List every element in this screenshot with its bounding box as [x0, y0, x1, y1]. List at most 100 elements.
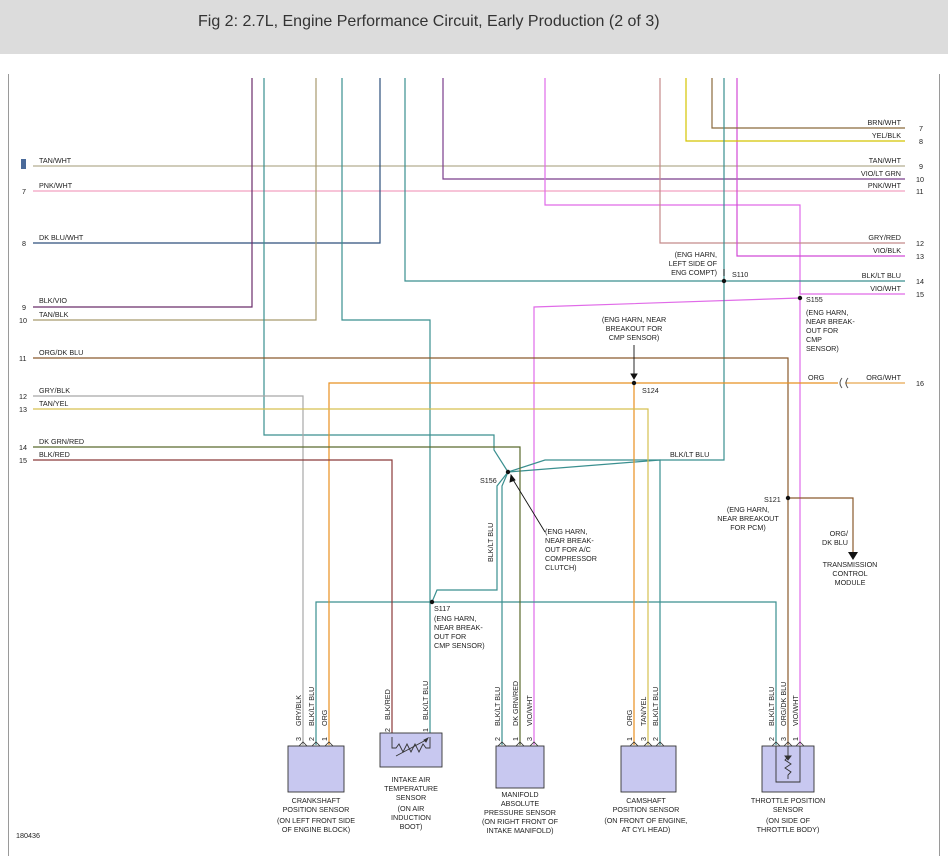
cmp-pin-1-num: 1 [625, 737, 634, 741]
map-sensor-box [495, 745, 545, 789]
right-pin: 13 [916, 252, 924, 261]
wire-gry-red [659, 78, 905, 244]
iat-name-4: (ON AIR [398, 804, 425, 813]
wire-blk-red [33, 459, 393, 745]
tps-pin-2-num: 2 [767, 737, 776, 741]
s155-note-4: CMP [806, 335, 822, 344]
s155-note-1: (ENG HARN, [806, 308, 848, 317]
s124-id: S124 [642, 386, 659, 395]
wire-brn-wht [711, 78, 905, 129]
iat-name-6: BOOT) [400, 822, 423, 831]
wire-blk-ltblu-14 [404, 78, 905, 282]
map-pin-3-wire: VIO/WHT [525, 695, 534, 726]
right-pin: 15 [916, 290, 924, 299]
ckp-pin-2-wire: BLK/LT BLU [307, 687, 316, 726]
right-wire-label: VIO/LT GRN [861, 169, 901, 178]
s156-note-2: NEAR BREAK- [545, 536, 594, 545]
iat-pin-1-wire: BLK/LT BLU [421, 681, 430, 720]
right-wire-label: BLK/LT BLU [862, 271, 901, 280]
right-pin: 7 [919, 124, 923, 133]
s156-id: S156 [480, 476, 497, 485]
left-wire-label: TAN/WHT [39, 156, 72, 165]
s156-note-1: (ENG HARN, [545, 527, 587, 536]
wire-blk-ltblu-s156-s117 [431, 471, 509, 603]
right-wire-label: VIO/WHT [870, 284, 901, 293]
right-wire-label: PNK/WHT [868, 181, 902, 190]
iat-pin-1-num: 1 [421, 728, 430, 732]
right-pin: 12 [916, 239, 924, 248]
diagram-frame [8, 74, 940, 856]
right-wire-label: BRN/WHT [867, 118, 901, 127]
wire-vio-wht-15 [544, 78, 905, 295]
tps-pin-1-wire: VIO/WHT [791, 695, 800, 726]
connector-pins [298, 741, 805, 747]
right-wire-label: TAN/WHT [869, 156, 902, 165]
s110-note-2: LEFT SIDE OF [669, 259, 718, 268]
ckp-pin-1-num: 1 [320, 737, 329, 741]
inline-label-blk-ltblu: BLK/LT BLU [670, 450, 709, 459]
ckp-name-2: POSITION SENSOR [283, 805, 350, 814]
ckp-pin-3-wire: GRY/BLK [294, 695, 303, 726]
right-pin: 11 [916, 187, 923, 196]
right-wire-label: GRY/RED [868, 233, 901, 242]
splice-dot-s121 [785, 495, 791, 501]
tps-pin-3-wire: ORG/DK BLU [779, 682, 788, 726]
s110-id: S110 [732, 270, 748, 279]
left-wire-label: PNK/WHT [39, 181, 73, 190]
tps-pin-3-num: 3 [779, 737, 788, 741]
tcm-name-3: MODULE [835, 578, 866, 587]
right-wire-label: YEL/BLK [872, 131, 901, 140]
wire-blk-ltblu-s117-tps [432, 601, 777, 745]
left-pin: 13 [19, 405, 27, 414]
wire-blk-ltblu-s156-map [501, 471, 509, 745]
left-pin: 9 [22, 303, 26, 312]
iat-name-5: INDUCTION [391, 813, 431, 822]
s117-note-2: NEAR BREAK- [434, 623, 483, 632]
tps-name-1: THROTTLE POSITION [751, 796, 825, 805]
iat-pin-2-num: 2 [383, 728, 392, 732]
iat-name-2: TEMPERATURE [384, 784, 438, 793]
left-wire-label: DK GRN/RED [39, 437, 84, 446]
tcm-wire-label-2: DK BLU [822, 538, 848, 547]
wire-org-dkblu-tcm [788, 497, 854, 552]
s121-note-1: (ENG HARN, [727, 505, 769, 514]
wire-tan-blk [33, 78, 317, 321]
map-pin-3-num: 3 [525, 737, 534, 741]
map-pin-1-wire: DK GRN/RED [511, 681, 520, 726]
left-wire-label: GRY/BLK [39, 386, 70, 395]
left-wire-label: DK BLU/WHT [39, 233, 84, 242]
cmp-pin-2-num: 2 [651, 737, 660, 741]
splice-dot-s156 [505, 469, 511, 475]
right-wire-label: ORG/WHT [866, 373, 901, 382]
left-pin: 14 [19, 443, 27, 452]
map-pin-2-wire: BLK/LT BLU [493, 687, 502, 726]
wire-blk-ltblu-mid [341, 78, 431, 745]
s156-note-3: OUT FOR A/C [545, 545, 591, 554]
cmp-name-3: (ON FRONT OF ENGINE, [604, 816, 687, 825]
right-pin: 10 [916, 175, 924, 184]
cmp-name-2: POSITION SENSOR [613, 805, 680, 814]
s117-note-1: (ENG HARN, [434, 614, 476, 623]
s155-note-5: SENSOR) [806, 344, 839, 353]
left-pin: 7 [22, 187, 26, 196]
tcm-arrow [848, 552, 858, 560]
left-wire-label: TAN/YEL [39, 399, 68, 408]
tcm-name-1: TRANSMISSION [823, 560, 878, 569]
splice-dots [429, 278, 803, 605]
tps-name-4: THROTTLE BODY) [757, 825, 820, 834]
map-name-2: ABSOLUTE [501, 799, 540, 808]
tps-pin-2-wire: BLK/LT BLU [767, 687, 776, 726]
splice-dot-s117 [429, 599, 435, 605]
s117-id: S117 [434, 604, 450, 613]
cmp-sensor-box [620, 745, 677, 793]
ckp-name-1: CRANKSHAFT [292, 796, 341, 805]
ckp-pin-2-num: 2 [307, 737, 316, 741]
cmp-pin-3-num: 3 [639, 737, 648, 741]
map-pin-2-num: 2 [493, 737, 502, 741]
cmp-pin-3-wire: TAN/YEL [639, 697, 648, 726]
map-name-5: INTAKE MANIFOLD) [487, 826, 554, 835]
splice-dot-s124 [631, 380, 637, 386]
ckp-sensor-box [287, 745, 345, 793]
tps-name-3: (ON SIDE OF [766, 816, 811, 825]
